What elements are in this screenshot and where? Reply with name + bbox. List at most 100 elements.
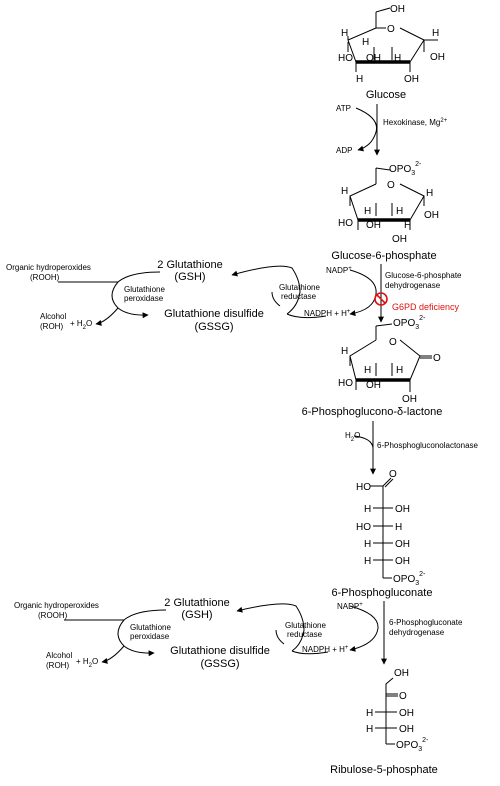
gluconate-oh-4: OH — [395, 556, 410, 567]
lactone-h-c2: H — [396, 365, 403, 376]
gluconate-ho-top: HO — [356, 482, 371, 493]
g6p-structure — [349, 167, 425, 230]
lactone-h-c4: H — [364, 365, 371, 376]
gluconate-carbonyl-o: O — [389, 469, 397, 480]
glucose-h-bottom: H — [356, 74, 363, 85]
peroxidase-label-2a: Glutathione — [130, 623, 171, 632]
glucose-h-right: H — [432, 28, 439, 39]
reductase-label-2b: reductase — [287, 630, 323, 639]
ribulose-h-2: H — [366, 724, 373, 735]
alcohol-label-2b: (ROH) — [46, 661, 69, 670]
ribulose-oh-2: OH — [399, 724, 414, 735]
alcohol-label-2a: Alcohol — [46, 651, 72, 660]
glucose-structure — [347, 7, 438, 72]
g6pd-deficiency-label: G6PD deficiency — [392, 302, 460, 312]
nadp-label-2: NADP+ — [337, 602, 363, 611]
glucose-oh-top: OH — [390, 4, 405, 15]
water-product-1: + H2O — [70, 319, 92, 331]
glucose-h-left: H — [341, 28, 348, 39]
gluconate-phosphate: OPO32- — [393, 571, 426, 587]
ribulose-label: Ribulose-5-phosphate — [330, 764, 438, 776]
hydroperoxide-label-2a: Organic hydroperoxides — [14, 601, 99, 610]
prohibited-icon — [374, 292, 388, 306]
gluconate-oh-3: OH — [395, 539, 410, 550]
hexokinase-arrows — [355, 104, 380, 156]
g6pd-arrows — [349, 264, 384, 323]
g6p-h-c4: H — [364, 206, 371, 217]
glutathione-cycle-2: 2 Glutathione (GSH) Glutathione disulfid… — [14, 597, 329, 670]
6pgd-label-line2: dehydrogenase — [389, 628, 445, 637]
ribulose-phosphate: OPO32- — [396, 737, 429, 753]
lactone-structure — [349, 323, 432, 392]
nadph-label-1: NADPH + H+ — [304, 309, 351, 318]
glucose-label: Glucose — [366, 89, 406, 101]
glucose-oh-right: OH — [430, 52, 445, 63]
water-product-2: + H2O — [76, 657, 98, 669]
g6p-label: Glucose-6-phosphate — [331, 250, 436, 262]
lactone-label: 6-Phosphoglucono-δ-lactone — [302, 406, 443, 418]
g6p-oh-bottom: OH — [392, 234, 407, 245]
gluconate-h-1: H — [364, 504, 371, 515]
atp-label: ATP — [336, 104, 351, 113]
ribulose-structure — [375, 677, 398, 745]
g6p-h-c2: H — [396, 206, 403, 217]
reductase-label-2a: Glutathione — [285, 621, 326, 630]
g6p-phosphate: OPO32- — [389, 161, 422, 177]
gssg-abbr-1: (GSSG) — [194, 321, 233, 333]
water-label: H2O — [345, 431, 360, 443]
lactonase-label: 6-Phosphogluconolactonase — [377, 441, 479, 450]
gsh-label-2: 2 Glutathione — [164, 597, 229, 609]
nadp-label-1: NADP+ — [326, 266, 352, 275]
g6pd-label-line1: Glucose-6-phosphate — [385, 271, 462, 280]
gluconate-h-4: H — [364, 556, 371, 567]
alcohol-label-1b: (ROH) — [40, 322, 63, 331]
hexokinase-label: Hexokinase, Mg2+ — [383, 118, 448, 127]
adp-label: ADP — [336, 146, 352, 155]
g6p-oh-c3: OH — [366, 220, 381, 231]
gssg-label-1: Glutathione disulfide — [164, 308, 264, 320]
peroxidase-label-1b: peroxidase — [124, 294, 164, 303]
ribulose-h-1: H — [366, 708, 373, 719]
gluconate-oh-1: OH — [395, 504, 410, 515]
nadph-label-2: NADPH + H+ — [302, 645, 349, 654]
gluconate-h-2: H — [395, 522, 402, 533]
lactone-carbonyl-o: O — [433, 353, 441, 364]
gsh-label-1: 2 Glutathione — [157, 259, 222, 271]
lactone-ring-o: O — [389, 337, 397, 348]
glutathione-cycle-1: 2 Glutathione (GSH) Glutathione disulfid… — [6, 259, 327, 333]
ribulose-carbonyl-o: O — [399, 691, 407, 702]
lactone-oh-bottom: OH — [402, 394, 417, 405]
lactone-phosphate: OPO32- — [393, 315, 426, 331]
lactone-oh-c3: OH — [366, 380, 381, 391]
ribulose-oh-1: OH — [399, 708, 414, 719]
glucose-oh-bottom: OH — [404, 74, 419, 85]
glucose-h-c4: H — [362, 37, 369, 48]
hydroperoxide-label-1b: (ROOH) — [30, 273, 60, 282]
g6p-ho-left: HO — [338, 218, 353, 229]
g6pd-label-line2: dehydrogenase — [385, 281, 441, 290]
gluconate-h-3: H — [364, 539, 371, 550]
peroxidase-label-1a: Glutathione — [124, 285, 165, 294]
glucose-h-c2: H — [394, 53, 401, 64]
lactonase-arrows — [353, 421, 376, 475]
g6p-oh-right: OH — [424, 210, 439, 221]
glucose-oh-c3: OH — [366, 53, 381, 64]
ribulose-oh-top: OH — [394, 668, 409, 679]
glucose-ho-left: HO — [338, 53, 353, 64]
gluconate-structure — [370, 477, 394, 579]
hydroperoxide-label-2b: (ROOH) — [38, 611, 68, 620]
gsh-abbr-1: (GSH) — [174, 271, 205, 283]
g6p-h-left: H — [341, 186, 348, 197]
gsh-abbr-2: (GSH) — [181, 609, 212, 621]
gluconate-label: 6-Phosphogluconate — [332, 587, 433, 599]
6pgd-label-line1: 6-Phosphogluconate — [389, 618, 463, 627]
g6p-h-right: H — [426, 188, 433, 199]
lactone-h-left: H — [341, 346, 348, 357]
alcohol-label-1a: Alcohol — [40, 312, 66, 321]
g6p-h-bottom-right: H — [404, 220, 411, 231]
6pgd-arrows — [349, 601, 387, 665]
gssg-label-2: Glutathione disulfide — [170, 645, 270, 657]
reductase-label-1b: reductase — [281, 292, 317, 301]
g6p-ring-o: O — [387, 180, 395, 191]
